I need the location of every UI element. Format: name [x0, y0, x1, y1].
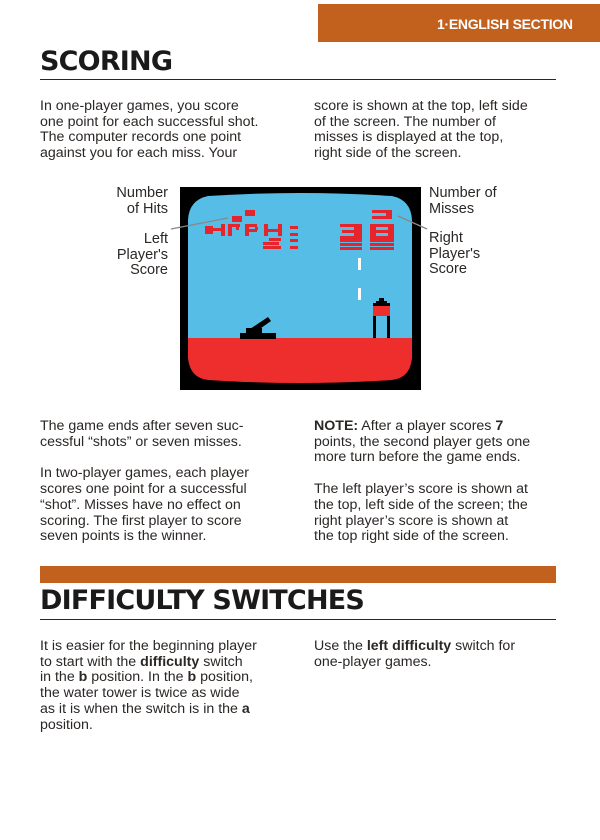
section-label: 1·ENGLISH SECTION: [437, 16, 573, 32]
misses-callout-line: [397, 215, 428, 230]
scoring-title: SCORING: [40, 46, 173, 77]
header-band: [318, 4, 600, 42]
rules-col2: NOTE: After a player scores 7 points, th…: [314, 418, 531, 545]
note-label: NOTE:: [314, 418, 359, 434]
difficulty-col2: Use the left difficulty switch for one-p…: [314, 638, 516, 670]
difficulty-col1: It is easier for the beginning player to…: [40, 638, 257, 733]
screen-ground: [188, 338, 412, 383]
cannon: [240, 317, 276, 339]
callout-right-player-score: Right Player's Score: [429, 230, 481, 277]
rules-col1: The game ends after seven suc- cessful “…: [40, 418, 249, 545]
screen-sky: [188, 193, 412, 338]
hits-callout-line: [170, 217, 229, 230]
callout-left-player-score: Left Player's Score: [116, 231, 168, 278]
left-score-digits: [263, 238, 298, 249]
shot-trail: [358, 258, 361, 270]
section-divider-band: [40, 566, 556, 583]
difficulty-title: DIFFICULTY SWITCHES: [40, 585, 365, 616]
right-score-digits: [340, 239, 394, 250]
scoring-rule: [40, 79, 556, 80]
callout-number-of-hits: Number of Hits: [116, 185, 168, 217]
misses-digits: [372, 210, 392, 219]
callout-number-of-misses: Number of Misses: [429, 185, 497, 217]
mph-label: [205, 224, 298, 236]
difficulty-rule: [40, 619, 556, 620]
scoring-col2: score is shown at the top, left side of …: [314, 98, 528, 162]
scoring-col1: In one-player games, you score one point…: [40, 98, 259, 162]
water-tower: [373, 298, 390, 338]
mph-value-digits: [340, 224, 394, 239]
shot-trail: [358, 288, 361, 300]
hits-digit: [232, 210, 255, 222]
game-screen-figure: [170, 187, 428, 390]
